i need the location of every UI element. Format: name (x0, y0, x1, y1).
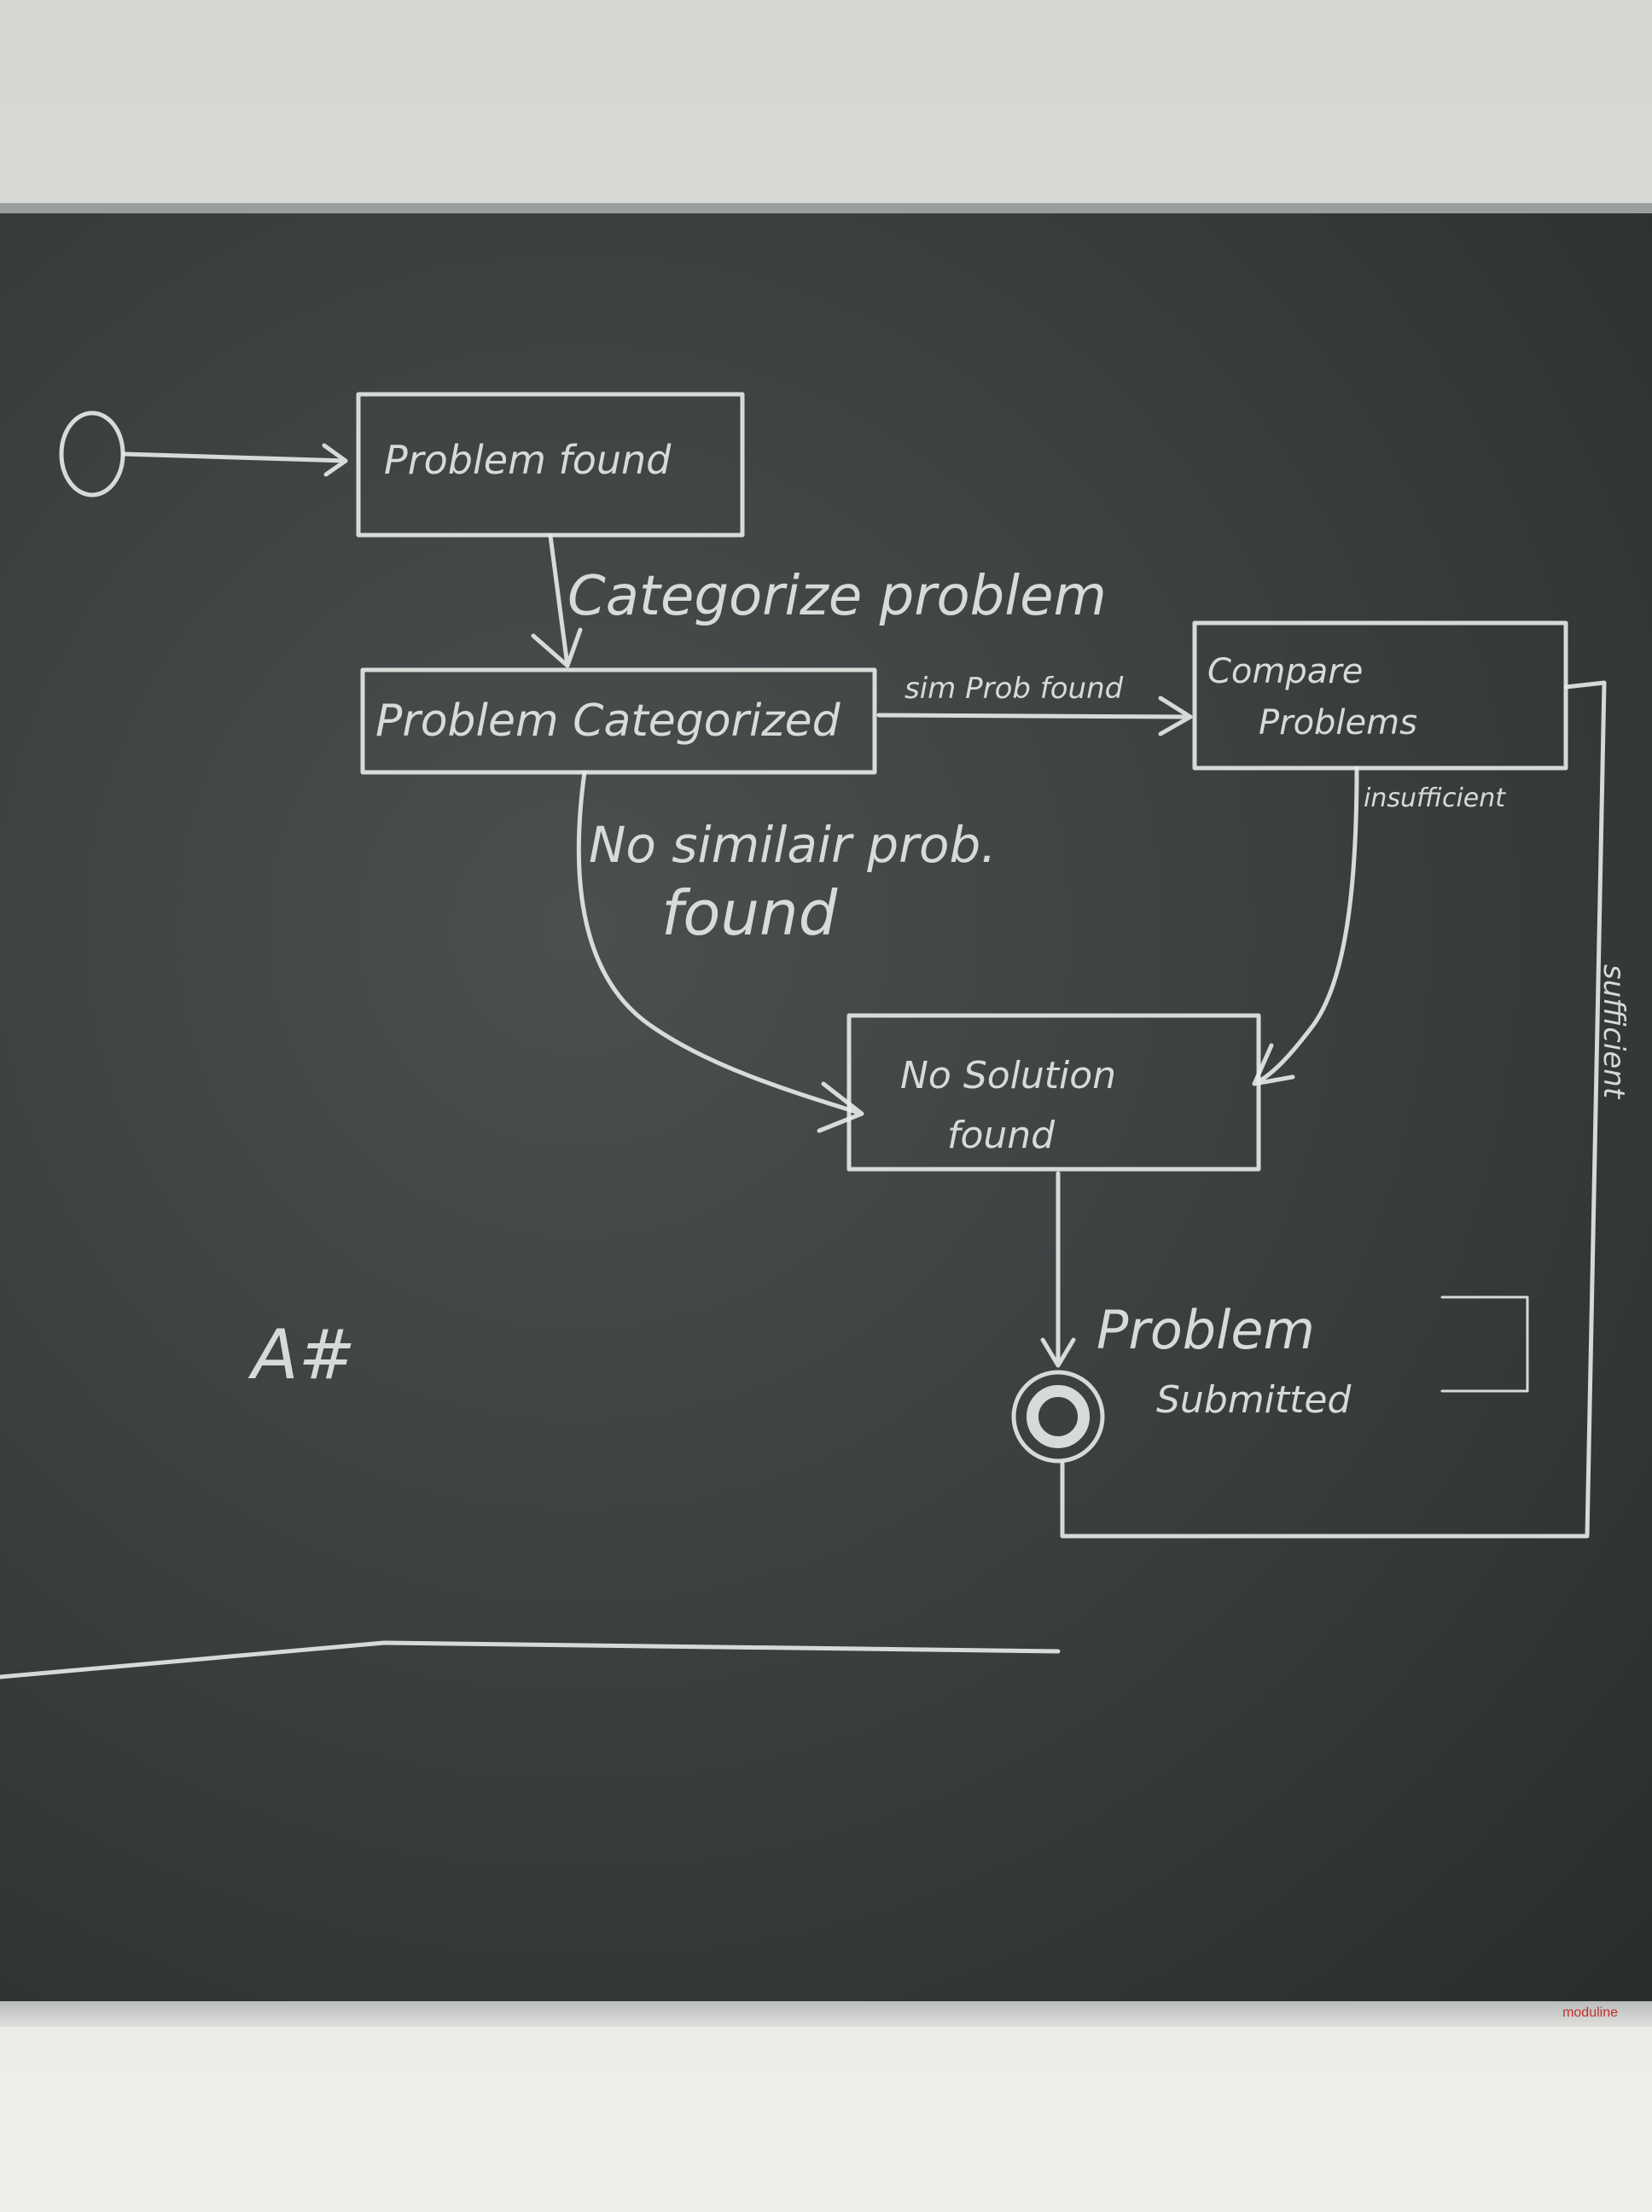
similar-found-arrow (876, 696, 1193, 736)
no-similar-label-2: found (661, 877, 839, 949)
chalk-tray (0, 2001, 1652, 2027)
final-node-inner (1027, 1385, 1090, 1448)
initial-node (59, 410, 125, 498)
compare-problems-label-1: Compare (1207, 652, 1363, 691)
problem-found-label: Problem found (384, 437, 672, 483)
no-solution-label-1: No Solution (900, 1054, 1116, 1097)
submitted-arrow (1040, 1171, 1076, 1368)
insufficient-label: insufficient (1364, 783, 1506, 813)
no-solution-label-2: found (947, 1114, 1056, 1157)
erased-sketch (1440, 1295, 1529, 1393)
sufficient-label: sufficient (1597, 964, 1631, 1100)
board-brand-label: moduline (1562, 2005, 1618, 2020)
categorize-label: Categorize problem (567, 565, 1107, 628)
submitted-label-1: Problem (1096, 1299, 1315, 1361)
problem-categorized-box (360, 667, 877, 775)
compare-problems-box (1192, 620, 1568, 771)
start-arrow (121, 443, 348, 477)
submitted-label-2: Submitted (1156, 1378, 1352, 1422)
no-similar-arrow (576, 770, 864, 1133)
no-similar-label-1: No similair prob. (589, 816, 997, 874)
insufficient-arrow (1252, 765, 1359, 1086)
final-node-outer (1011, 1370, 1105, 1464)
separator-line (0, 1640, 1061, 1679)
compare-problems-label-2: Problems (1259, 703, 1417, 742)
sufficient-path (1060, 680, 1607, 1539)
similar-found-label: sim Prob found (905, 672, 1124, 706)
chalkboard (0, 213, 1652, 2001)
corner-mark: A# (247, 1315, 356, 1394)
problem-categorized-label: Problem Categorized (375, 696, 841, 747)
categorize-arrow (531, 533, 583, 668)
no-solution-box (846, 1013, 1261, 1172)
